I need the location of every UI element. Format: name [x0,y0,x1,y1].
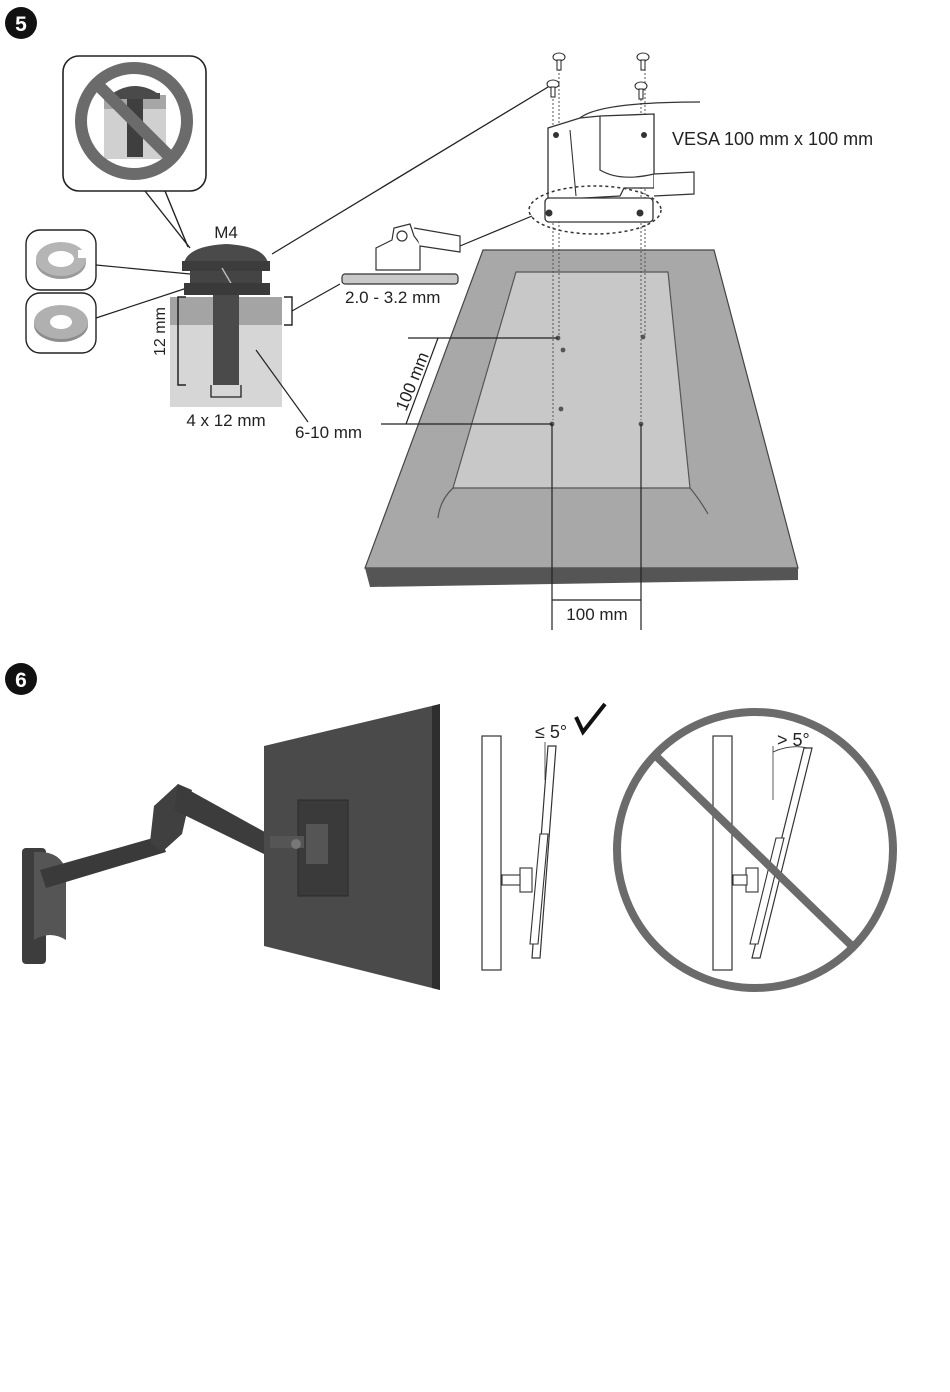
prohibit-icon [75,62,193,180]
checkmark-icon [574,702,607,736]
vesa-label: VESA 100 mm x 100 mm [672,129,873,149]
wall-arm-mount [22,784,272,964]
screw-leader-line [271,83,554,255]
flat-washer-callout [25,286,191,354]
bracket-thickness-detail: 2.0 - 3.2 mm [341,223,461,307]
screw-spec-label: 4 x 12 mm [186,411,265,430]
step-5-badge: 5 [5,7,37,39]
thread-depth-label: 6-10 mm [295,423,362,442]
hole-spacing-horizontal-label: 100 mm [566,605,627,624]
tilt-prohibited-diagram: > 5° [613,708,897,992]
screw-cross-section: M4 12 mm 4 x 12 mm 6-10 mm [152,223,362,442]
screw-length-label: 12 mm [152,307,169,356]
tilt-bad-label: > 5° [777,730,810,750]
spring-washer-callout [25,229,191,291]
stand-bracket: VESA 100 mm x 100 mm [528,52,873,235]
tilt-acceptable-diagram: ≤ 5° [481,702,607,971]
prohibited-screw-callout [62,55,207,249]
bracket-thickness-label: 2.0 - 3.2 mm [345,288,440,307]
svg-text:6: 6 [15,669,27,692]
step-6-badge: 6 [5,663,37,695]
prohibit-icon [613,708,897,992]
wall-mounted-monitor [264,704,440,990]
tilt-ok-label: ≤ 5° [535,722,567,742]
monitor-back-view: 100 mm 100 mm [364,65,799,630]
svg-text:5: 5 [15,13,27,36]
screw-size-label: M4 [214,223,238,242]
